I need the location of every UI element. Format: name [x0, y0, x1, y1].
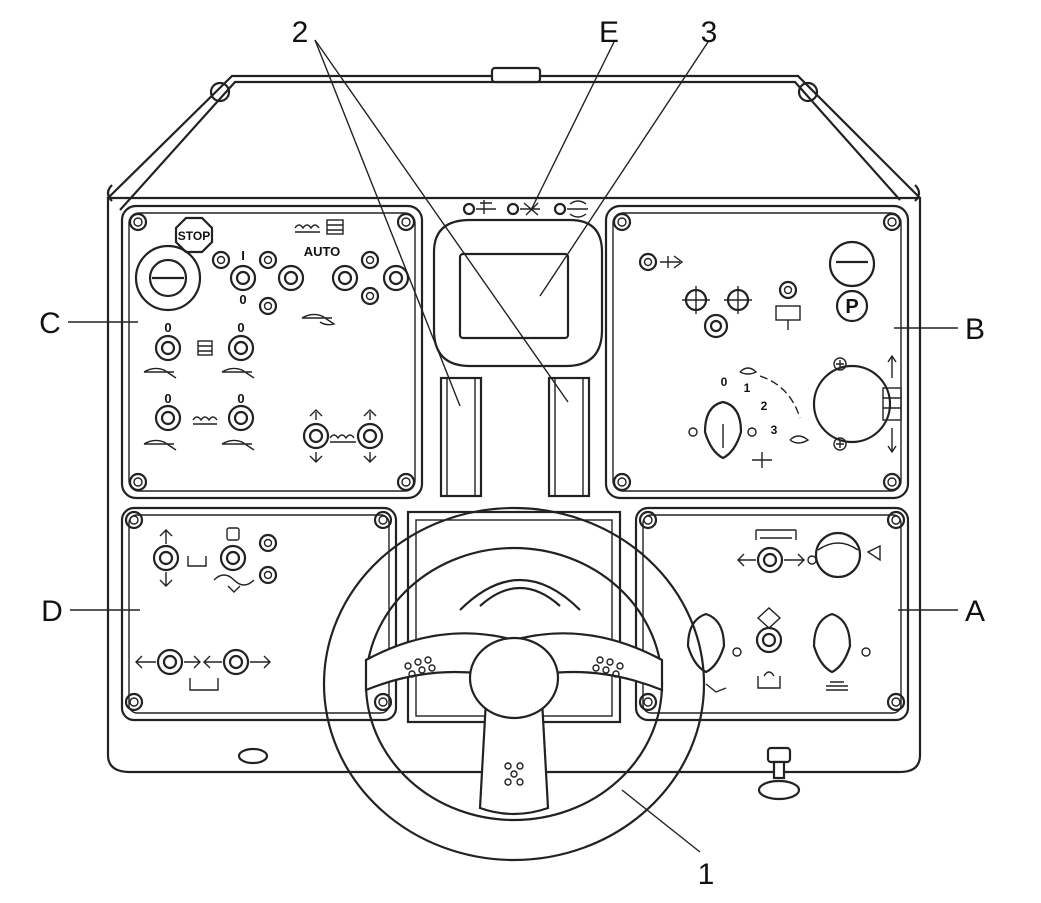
- zero-mark-3: 0: [164, 391, 171, 406]
- panel-c: STOP AUTO I 0: [120, 204, 424, 500]
- upper-housing: [106, 66, 921, 211]
- callout-2: 2: [292, 16, 309, 49]
- wheel-dots-bottom: [504, 762, 524, 786]
- zero-mark-2: 0: [237, 320, 244, 335]
- gear-label-0: 0: [721, 375, 728, 389]
- callout-a: A: [965, 595, 985, 628]
- callout-1: 1: [698, 858, 715, 891]
- screed-icon: [294, 219, 344, 235]
- toggle-switches-row-3: [143, 404, 384, 463]
- auto-label: AUTO: [304, 244, 341, 259]
- panel-d: [120, 506, 398, 722]
- gear-label-2: 2: [761, 399, 768, 413]
- horn-button: [814, 531, 881, 579]
- callout-c: C: [39, 307, 61, 340]
- gear-label-3: 3: [771, 423, 778, 437]
- hand-icon: [301, 313, 336, 326]
- indicator-lamps-e: [462, 200, 588, 218]
- zero-mark-1: 0: [164, 320, 171, 335]
- stop-label: STOP: [178, 229, 210, 243]
- center-display-unit: [432, 200, 604, 498]
- switch-mark-top: I: [241, 248, 245, 263]
- rabbit-icon: [789, 435, 810, 444]
- switch-mark-bottom: 0: [239, 292, 246, 307]
- leader-lines: [68, 39, 958, 853]
- foot-pedals: [439, 376, 591, 498]
- corner-screws-a: [638, 510, 906, 712]
- dashboard-body: [106, 196, 922, 801]
- parking-label: P: [845, 296, 858, 318]
- corner-screws-b: [612, 212, 902, 492]
- toggle-switches-row-1: [211, 250, 410, 316]
- parking-brake-button: P: [828, 240, 876, 323]
- panel-a: [634, 506, 910, 722]
- panel-b: P 0 1 2 3: [604, 204, 910, 500]
- callout-d: D: [41, 595, 63, 628]
- gear-selector: [688, 375, 801, 468]
- stop-button-icon: STOP: [174, 216, 214, 254]
- turtle-icon: [739, 367, 758, 375]
- callout-e: E: [599, 16, 619, 49]
- ignition-switch: [812, 354, 902, 454]
- corner-screws-d: [124, 510, 393, 712]
- corner-screws-c: [128, 212, 416, 492]
- callout-3: 3: [701, 16, 718, 49]
- callout-b: B: [965, 313, 985, 346]
- wheel-dots-left: [404, 656, 436, 678]
- emergency-stop-switch: [134, 244, 202, 312]
- zero-mark-4: 0: [237, 391, 244, 406]
- wheel-dots-right: [592, 656, 624, 678]
- gear-label-1: 1: [744, 381, 751, 395]
- turn-signal-icons: [682, 286, 752, 339]
- steering-wheel: [322, 506, 706, 862]
- toggle-switches-row-2: [143, 334, 255, 379]
